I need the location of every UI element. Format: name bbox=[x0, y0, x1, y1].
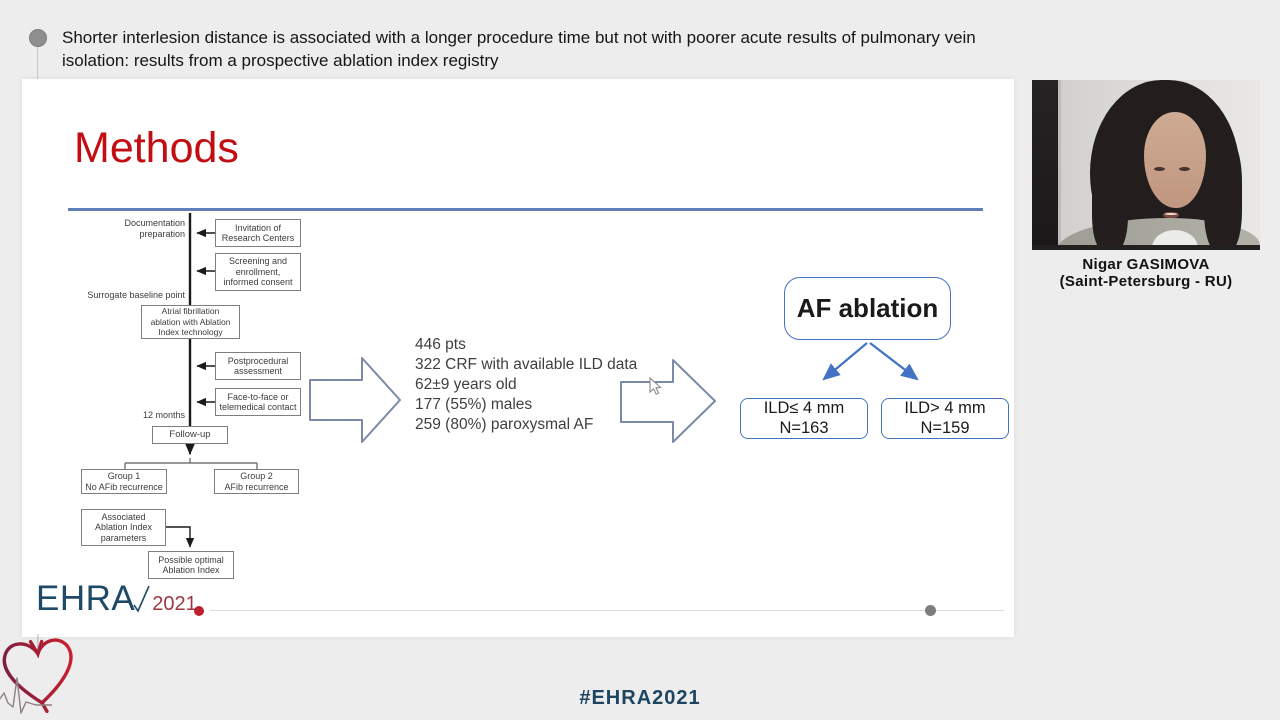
background-doorway bbox=[1032, 80, 1058, 250]
node-ild-gt-4mm: ILD> 4 mm N=159 bbox=[881, 398, 1009, 439]
node-group1: Group 1 No AFib recurrence bbox=[81, 469, 167, 494]
label-documentation-preparation: Documentation preparation bbox=[124, 218, 185, 239]
ehra-logo-text: EHRA bbox=[36, 579, 136, 618]
speaker-video[interactable] bbox=[1032, 80, 1260, 250]
node-associated-ai: Associated Ablation Index parameters bbox=[81, 509, 166, 546]
ehra-logo-year: 2021 bbox=[152, 593, 197, 615]
node-af-ablation-index: Atrial fibrillation ablation with Ablati… bbox=[141, 305, 240, 339]
node-ild-le-4mm: ILD≤ 4 mm N=163 bbox=[740, 398, 868, 439]
node-group2: Group 2 AFib recurrence bbox=[214, 469, 299, 494]
speaker-teeth bbox=[1165, 213, 1177, 215]
ehra-2021-logo: EHRA 2021 bbox=[36, 579, 197, 618]
node-followup: Follow-up bbox=[152, 426, 228, 444]
label-surrogate-baseline-point: Surrogate baseline point bbox=[87, 290, 185, 300]
speaker-location: (Saint-Petersburg - RU) bbox=[1059, 273, 1233, 290]
video-bottom-strip bbox=[1032, 245, 1260, 250]
cohort-line: 62±9 years old bbox=[415, 376, 517, 393]
event-hashtag: #EHRA2021 bbox=[579, 687, 701, 709]
node-possible-optimal-ai: Possible optimal Ablation Index bbox=[148, 551, 234, 579]
mouse-cursor-icon bbox=[649, 376, 662, 395]
speaker-caption: Nigar GASIMOVA (Saint-Petersburg - RU) bbox=[1032, 256, 1260, 290]
slide-footer-line bbox=[210, 610, 1004, 611]
slide-canvas: Methods bbox=[22, 79, 1014, 637]
bullet-icon bbox=[29, 29, 47, 47]
hair-strand bbox=[1204, 136, 1242, 250]
speaker-face bbox=[1144, 112, 1206, 208]
door-frame bbox=[1058, 80, 1061, 250]
presentation-title: Shorter interlesion distance is associat… bbox=[62, 28, 976, 70]
label-12-months: 12 months bbox=[142, 410, 185, 420]
logo-red-dot-icon bbox=[194, 606, 204, 616]
cohort-stats: 446 pts 322 CRF with available ILD data … bbox=[415, 335, 637, 435]
logo-slash-icon bbox=[133, 585, 150, 613]
cohort-line: 259 (80%) paroxysmal AF bbox=[415, 416, 594, 433]
speaker-mouth bbox=[1163, 212, 1179, 218]
slide-heading: Methods bbox=[74, 124, 239, 172]
hair-strand bbox=[1092, 150, 1128, 250]
cohort-line: 177 (55%) males bbox=[415, 396, 533, 413]
speaker-eye bbox=[1154, 167, 1165, 171]
node-af-ablation: AF ablation bbox=[784, 277, 951, 340]
ehra-heart-logo-icon bbox=[0, 634, 73, 714]
node-contact: Face-to-face or telemedical contact bbox=[215, 388, 301, 416]
node-screening: Screening and enrollment, informed conse… bbox=[215, 253, 301, 291]
cohort-line: 322 CRF with available ILD data bbox=[415, 356, 638, 373]
block-arrow-left bbox=[309, 357, 401, 443]
speaker-name: Nigar GASIMOVA bbox=[1082, 256, 1210, 273]
node-invitation: Invitation of Research Centers bbox=[215, 219, 301, 247]
heading-rule bbox=[68, 208, 983, 211]
progress-dot-icon bbox=[925, 605, 936, 616]
node-postprocedural: Postprocedural assessment bbox=[215, 352, 301, 380]
speaker-eye bbox=[1179, 167, 1190, 171]
cohort-line: 446 pts bbox=[415, 336, 466, 353]
